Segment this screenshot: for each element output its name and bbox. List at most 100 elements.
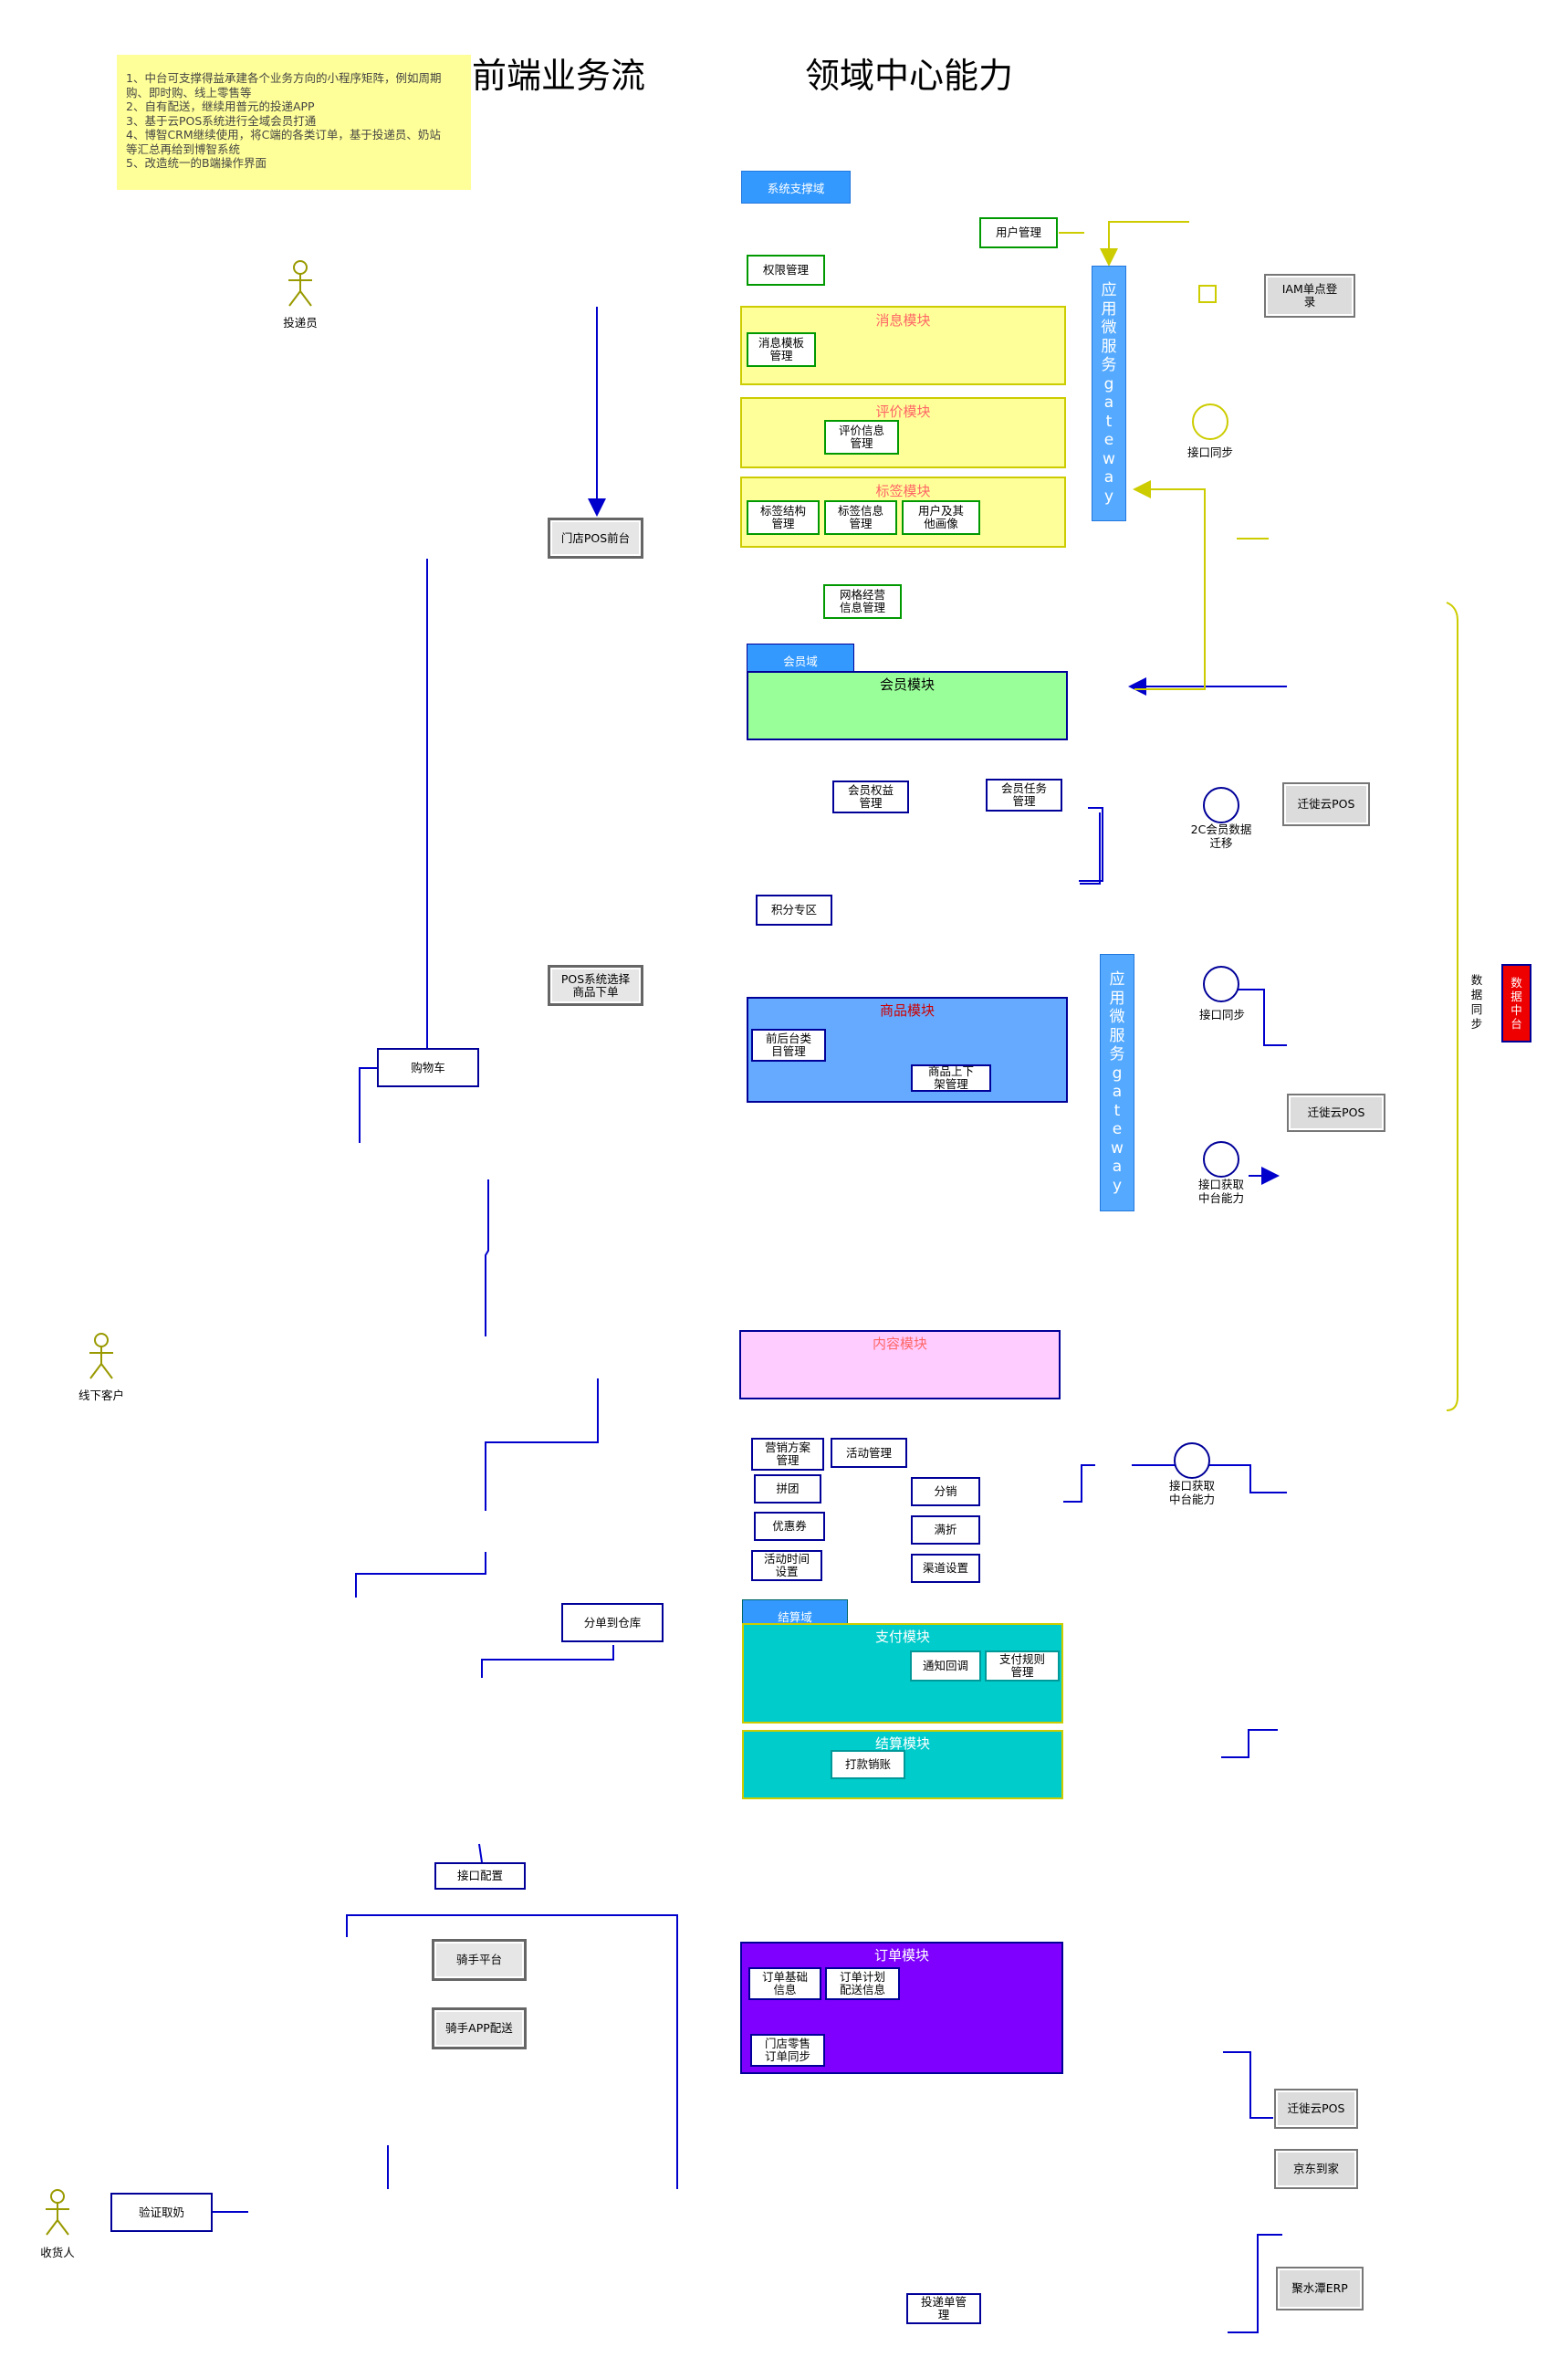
- gateway-top: 应 用 微 服 务 g a t e w a y: [1092, 266, 1126, 521]
- delivery-order-node[interactable]: 投递单管 理: [906, 2293, 981, 2324]
- receiver-actor-icon: [46, 2189, 69, 2236]
- member-migrate-interface-icon: [1203, 787, 1239, 823]
- receiver-label: 收货人: [40, 2246, 75, 2259]
- gateway-char: 务: [1109, 1045, 1125, 1064]
- order-basic-node[interactable]: 订单基础 信息: [748, 1967, 821, 2000]
- note-line: 4、博智CRM继续使用，将C端的各类订单，基于投递员、奶站: [126, 128, 441, 141]
- tag-struct-node[interactable]: 标签结构 管理: [747, 500, 820, 535]
- jushuitan-node[interactable]: 聚水潭ERP: [1276, 2267, 1364, 2310]
- api-sync-label: 接口同步: [1186, 445, 1233, 459]
- grid-ops-node[interactable]: 网格经营 信息管理: [823, 584, 902, 619]
- content-module-title: 内容模块: [872, 1336, 927, 1352]
- sticky-note: 1、中台可支撑得益承建各个业务方向的小程序矩阵，例如周期 购、即时购、线上零售等…: [117, 55, 471, 190]
- gateway-middle: 应 用 微 服 务 g a t e w a y: [1100, 954, 1134, 1211]
- gateway-char: t: [1113, 1101, 1121, 1120]
- data-center-node[interactable]: 数 据 中 台: [1501, 964, 1531, 1043]
- gateway-char: a: [1103, 393, 1114, 412]
- qiantu-pos-node-3[interactable]: 迁徙云POS: [1274, 2089, 1358, 2129]
- review-module-region: 评价模块: [740, 397, 1066, 468]
- api-fetch-interface-icon-2: [1174, 1442, 1210, 1479]
- product-module-title: 商品模块: [879, 1002, 935, 1019]
- tag-info-node[interactable]: 标签信息 管理: [824, 500, 897, 535]
- note-line: 1、中台可支撑得益承建各个业务方向的小程序矩阵，例如周期: [126, 71, 442, 85]
- gateway-char: 微: [1101, 319, 1117, 337]
- gateway-char: 务: [1101, 356, 1117, 374]
- user-mgmt-node[interactable]: 用户管理: [979, 217, 1058, 248]
- gateway-char: t: [1105, 412, 1113, 431]
- data-sync-label: 数 据 同 步: [1470, 973, 1483, 1031]
- qiantu-pos-node-2[interactable]: 迁徙云POS: [1287, 1094, 1385, 1132]
- rider-app-node[interactable]: 骑手APP配送: [432, 2007, 527, 2049]
- api-config-node[interactable]: 接口配置: [434, 1862, 526, 1890]
- gateway-char: 服: [1101, 337, 1117, 356]
- user-profile-node[interactable]: 用户及其 他画像: [902, 500, 980, 535]
- store-retail-node[interactable]: 门店零售 订单同步: [750, 2034, 825, 2067]
- gateway-char: a: [1112, 1083, 1123, 1101]
- gateway-char: 微: [1109, 1008, 1125, 1026]
- frontend-flow-title: 前端业务流: [472, 56, 646, 96]
- courier-actor-icon: [288, 260, 312, 307]
- note-line: 5、改造统一的B端操作界面: [126, 156, 267, 170]
- distribution-node[interactable]: 分销: [911, 1477, 980, 1506]
- offline-customer-actor-icon: [89, 1333, 113, 1379]
- channel-settings-node[interactable]: 渠道设置: [911, 1554, 980, 1583]
- points-node[interactable]: 积分专区: [756, 895, 832, 926]
- rider-platform-node[interactable]: 骑手平台: [432, 1939, 527, 1981]
- msg-module-title: 消息模块: [875, 312, 931, 329]
- split-warehouse-node[interactable]: 分单到仓库: [561, 1603, 664, 1642]
- gateway-char: 应: [1109, 970, 1125, 989]
- notify-callback-node[interactable]: 通知回调: [910, 1650, 981, 1682]
- activity-mgmt-node[interactable]: 活动管理: [831, 1438, 907, 1468]
- member-module-title: 会员模块: [879, 676, 935, 693]
- api-sync-interface-icon: [1192, 403, 1228, 440]
- verify-milk-node[interactable]: 验证取奶: [110, 2193, 213, 2232]
- gateway-char: e: [1103, 431, 1114, 449]
- iam-node[interactable]: IAM单点登 录: [1264, 274, 1355, 318]
- payment-rules-node[interactable]: 支付规则 管理: [985, 1650, 1060, 1682]
- discount-node[interactable]: 满折: [911, 1515, 980, 1545]
- domain-center-title: 领域中心能力: [805, 56, 1014, 96]
- settlement-module-title: 结算模块: [874, 1735, 930, 1752]
- member-tasks-node[interactable]: 会员任务 管理: [986, 779, 1062, 812]
- member-rights-node[interactable]: 会员权益 管理: [832, 781, 909, 813]
- note-line: 2、自有配送，继续用普元的投递APP: [126, 100, 315, 113]
- gateway-char: 服: [1109, 1026, 1125, 1045]
- review-info-node[interactable]: 评价信息 管理: [824, 420, 899, 455]
- content-module-region: 内容模块: [739, 1330, 1061, 1399]
- qiantu-pos-node-1[interactable]: 迁徙云POS: [1282, 782, 1370, 826]
- category-mgmt-node[interactable]: 前后台类 目管理: [751, 1029, 826, 1062]
- offline-customer-label: 线下客户: [78, 1388, 124, 1402]
- gateway-char: y: [1112, 1176, 1123, 1195]
- gateway-char: a: [1112, 1158, 1123, 1176]
- api-sync-interface-icon-2: [1203, 966, 1239, 1002]
- gateway-char: 用: [1109, 989, 1125, 1008]
- note-line: 购、即时购、线上零售等: [126, 85, 252, 100]
- msg-template-node[interactable]: 消息模板 管理: [747, 332, 816, 367]
- review-module-title: 评价模块: [875, 403, 931, 420]
- gateway-char: g: [1112, 1064, 1123, 1083]
- gateway-char: w: [1111, 1138, 1124, 1158]
- perm-mgmt-node[interactable]: 权限管理: [747, 255, 825, 286]
- product-shelf-node[interactable]: 商品上下 架管理: [911, 1064, 991, 1092]
- api-fetch-label-2: 接口获取 中台能力: [1168, 1479, 1215, 1506]
- store-pos-node[interactable]: 门店POS前台: [548, 518, 643, 559]
- order-plan-node[interactable]: 订单计划 配送信息: [825, 1967, 900, 2000]
- cart-node[interactable]: 购物车: [377, 1048, 479, 1087]
- marketing-plan-node[interactable]: 营销方案 管理: [751, 1438, 824, 1471]
- group-buy-node[interactable]: 拼团: [754, 1474, 821, 1504]
- member-migrate-label: 2C会员数据 迁移: [1190, 823, 1252, 850]
- pos-order-node[interactable]: POS系统选择 商品下单: [548, 965, 643, 1006]
- activity-time-node[interactable]: 活动时间 设置: [751, 1550, 822, 1581]
- coupon-node[interactable]: 优惠券: [754, 1512, 825, 1541]
- payment-module-title: 支付模块: [874, 1629, 930, 1645]
- courier-label: 投递员: [283, 316, 318, 330]
- jd-home-node[interactable]: 京东到家: [1274, 2149, 1358, 2189]
- payout-node[interactable]: 打款销账: [831, 1750, 905, 1779]
- gateway-char: e: [1112, 1120, 1123, 1138]
- system-support-domain-tag: 系统支撑域: [741, 171, 851, 204]
- note-line: 3、基于云POS系统进行全域会员打通: [126, 113, 317, 128]
- member-module-region: 会员模块: [747, 671, 1068, 740]
- small-square-icon: [1198, 285, 1217, 303]
- api-sync-label-2: 接口同步: [1198, 1008, 1245, 1022]
